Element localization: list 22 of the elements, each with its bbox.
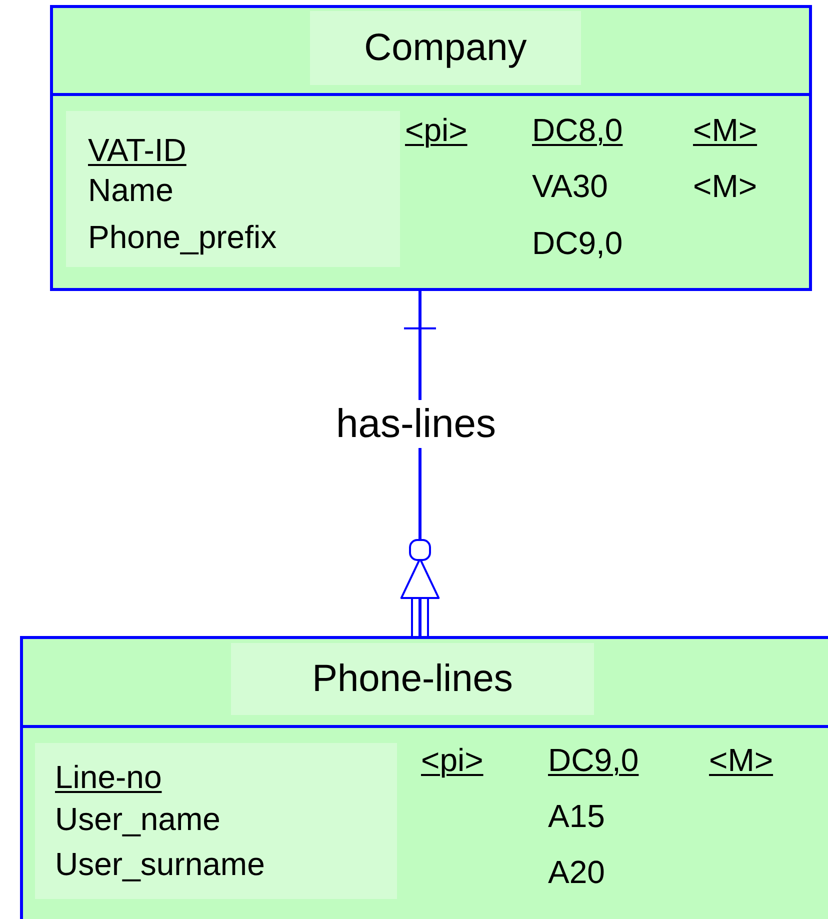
- attribute-type: <pi>: [421, 744, 484, 776]
- attribute-type: <pi>: [405, 114, 468, 146]
- attribute-type: DC9,0: [548, 744, 639, 776]
- entity-name: Phone-lines: [231, 643, 594, 715]
- attribute-type: DC9,0: [532, 227, 623, 259]
- entity-box: [50, 5, 812, 291]
- attribute-type: VA30: [532, 170, 608, 202]
- attribute-type: A20: [548, 856, 605, 888]
- attribute-type: A15: [548, 800, 605, 832]
- attribute-name: Name: [88, 174, 174, 206]
- entity-name: Company: [310, 11, 581, 85]
- attribute-name: Phone_prefix: [88, 221, 277, 253]
- attribute-name: User_name: [55, 803, 220, 835]
- attribute-name: Line-no: [55, 761, 162, 793]
- attribute-name: VAT-ID: [88, 134, 186, 166]
- attribute-type: DC8,0: [532, 114, 623, 146]
- attribute-type: <M>: [693, 170, 758, 202]
- attribute-type: <M>: [693, 114, 758, 146]
- entity-box: [20, 636, 828, 919]
- attribute-name: User_surname: [55, 848, 265, 880]
- relationship-line: [400, 291, 440, 637]
- attribute-type: <M>: [709, 744, 774, 776]
